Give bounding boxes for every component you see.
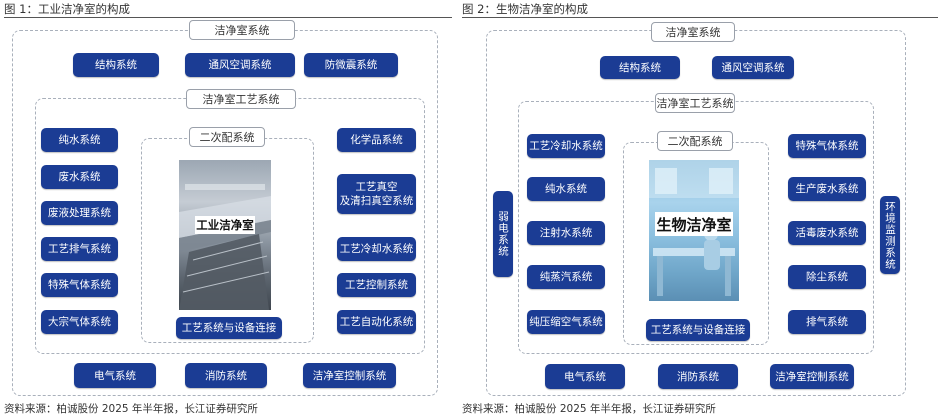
right-col-btn-2[interactable]: 纯水系统 <box>527 177 605 201</box>
right-side-left-btn[interactable]: 弱电系统 <box>493 191 513 277</box>
right-bottom-btn-1[interactable]: 电气系统 <box>545 364 625 389</box>
figure-1-title: 图 1：工业洁净室的构成 <box>4 2 130 16</box>
left-center-label: 二次配系统 <box>189 127 265 147</box>
left-col-btn-1[interactable]: 纯水系统 <box>41 128 118 152</box>
left-bottom-btn-2[interactable]: 消防系统 <box>185 363 267 388</box>
left-inner-label: 洁净室工艺系统 <box>186 89 296 109</box>
right-rcol-btn-3[interactable]: 活毒废水系统 <box>788 221 866 245</box>
left-outer-label: 洁净室系统 <box>189 20 295 40</box>
right-col-btn-3[interactable]: 注射水系统 <box>527 221 605 245</box>
figure-2-rule <box>462 17 938 18</box>
left-top-btn-2[interactable]: 通风空调系统 <box>185 53 295 77</box>
left-rcol-btn-2[interactable]: 工艺真空 及清扫真空系统 <box>337 174 416 214</box>
left-col-btn-6[interactable]: 大宗气体系统 <box>41 310 118 334</box>
right-rcol-btn-4[interactable]: 除尘系统 <box>788 265 866 289</box>
figure-1-source: 资料来源：柏诚股份 2025 年半年报，长江证券研究所 <box>4 403 258 415</box>
right-bottom-btn-3[interactable]: 洁净室控制系统 <box>770 364 854 389</box>
right-outer-label: 洁净室系统 <box>651 22 735 42</box>
right-col-btn-1[interactable]: 工艺冷却水系统 <box>527 134 605 158</box>
right-bottom-btn-2[interactable]: 消防系统 <box>658 364 738 389</box>
left-col-btn-5[interactable]: 特殊气体系统 <box>41 273 118 297</box>
left-top-btn-1[interactable]: 结构系统 <box>73 53 159 77</box>
left-col-btn-4[interactable]: 工艺排气系统 <box>41 237 118 261</box>
right-rcol-btn-5[interactable]: 排气系统 <box>788 310 866 334</box>
figure-2-source: 资料来源：柏诚股份 2025 年半年报，长江证券研究所 <box>462 403 716 415</box>
right-rcol-btn-1[interactable]: 特殊气体系统 <box>788 134 866 158</box>
right-side-right-btn[interactable]: 环境监测系统 <box>880 196 900 274</box>
figure-1-rule <box>4 17 452 18</box>
right-top-btn-1[interactable]: 结构系统 <box>600 56 680 79</box>
right-photo-label: 生物洁净室 <box>655 212 733 236</box>
figure-2-title: 图 2：生物洁净室的构成 <box>462 2 588 16</box>
left-center-bottom-btn[interactable]: 工艺系统与设备连接 <box>176 317 282 339</box>
cleanroom-factory-photo: 工业洁净室 <box>179 160 271 310</box>
left-rcol-btn-4[interactable]: 工艺控制系统 <box>337 273 416 297</box>
left-photo-label: 工业洁净室 <box>195 216 255 234</box>
left-rcol-btn-5[interactable]: 工艺自动化系统 <box>337 310 416 334</box>
biolab-photo: 生物洁净室 <box>649 160 739 301</box>
left-top-btn-3[interactable]: 防微震系统 <box>304 53 398 77</box>
left-col-btn-3[interactable]: 废液处理系统 <box>41 201 118 225</box>
left-rcol-btn-1[interactable]: 化学品系统 <box>337 128 416 152</box>
left-bottom-btn-3[interactable]: 洁净室控制系统 <box>303 363 396 388</box>
right-center-label: 二次配系统 <box>657 131 733 151</box>
left-col-btn-2[interactable]: 废水系统 <box>41 165 118 189</box>
right-col-btn-4[interactable]: 纯蒸汽系统 <box>527 265 605 289</box>
left-rcol-btn-3[interactable]: 工艺冷却水系统 <box>337 237 416 261</box>
left-bottom-btn-1[interactable]: 电气系统 <box>74 363 156 388</box>
right-top-btn-2[interactable]: 通风空调系统 <box>712 56 794 79</box>
right-col-btn-5[interactable]: 纯压缩空气系统 <box>527 310 605 334</box>
right-inner-label: 洁净室工艺系统 <box>655 93 735 113</box>
right-rcol-btn-2[interactable]: 生产废水系统 <box>788 177 866 201</box>
right-center-bottom-btn[interactable]: 工艺系统与设备连接 <box>646 319 750 341</box>
